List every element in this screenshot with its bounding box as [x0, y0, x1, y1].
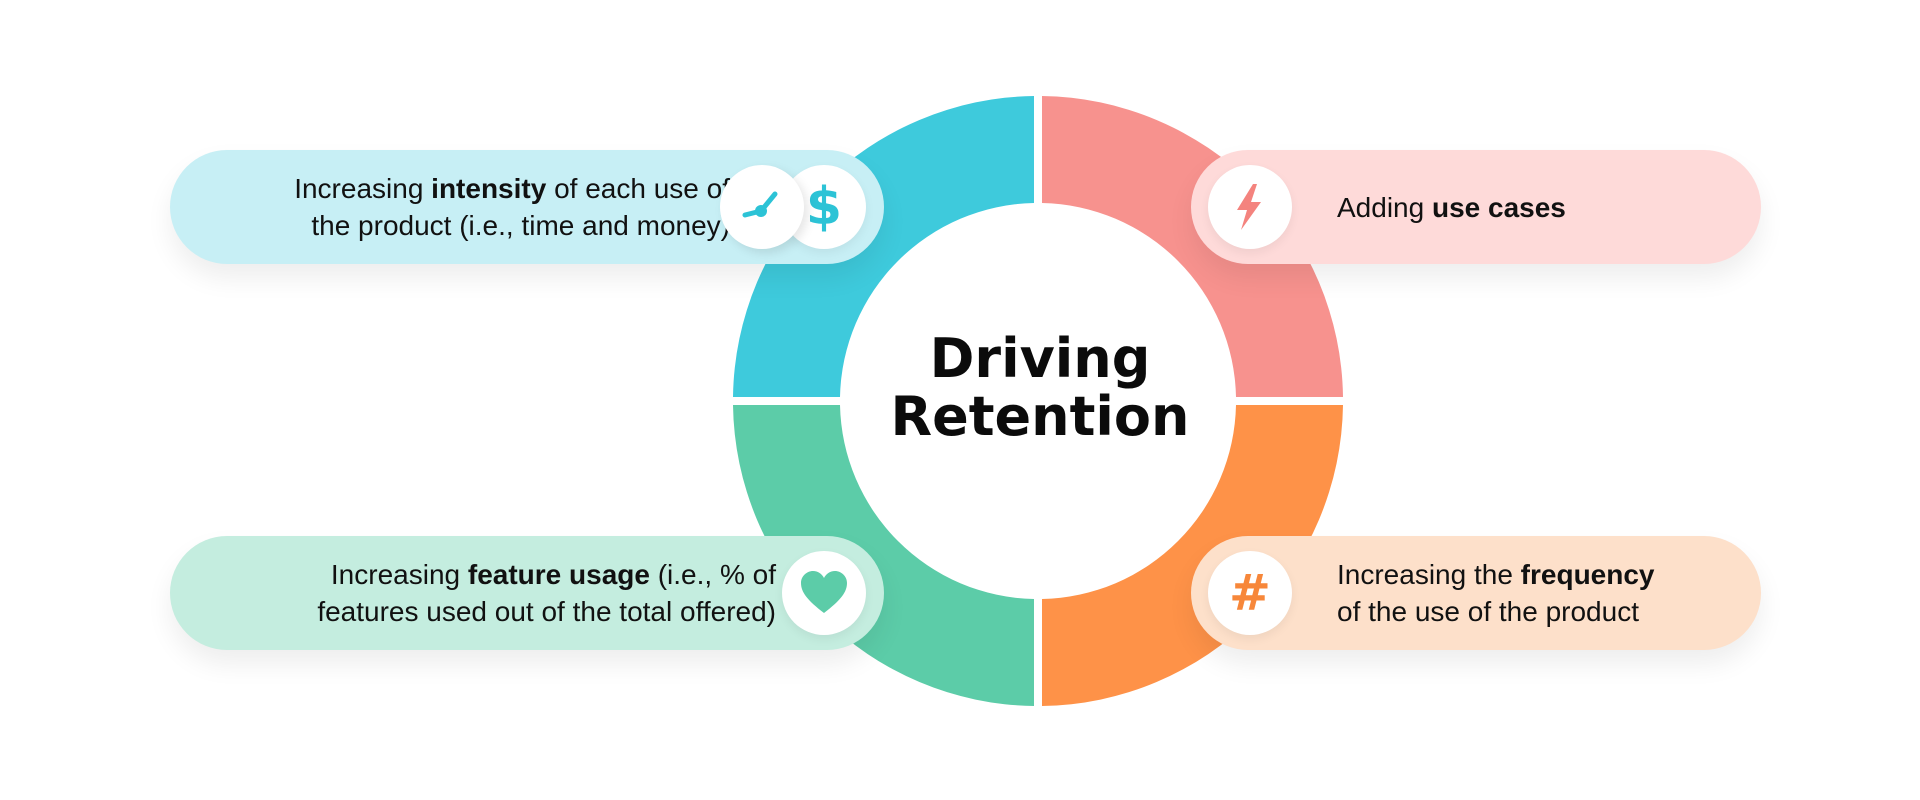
ring-segment-use-cases	[1042, 96, 1343, 397]
frequency-pill: # Increasing the frequency of the use of…	[1191, 536, 1761, 650]
ring-segment-intensity	[733, 96, 1034, 397]
intensity-line2: the product (i.e., time and money)	[311, 210, 730, 241]
use-cases-pill: Adding use cases	[1191, 150, 1761, 264]
intensity-text: Increasing intensity of each use of the …	[200, 150, 730, 264]
heart-icon	[782, 551, 866, 635]
intensity-line1: Increasing intensity of each use of	[294, 173, 730, 204]
lightning-bolt-icon	[1208, 165, 1292, 249]
frequency-text: Increasing the frequency of the use of t…	[1337, 536, 1747, 650]
feature-usage-line2: features used out of the total offered)	[317, 596, 776, 627]
frequency-line2: of the use of the product	[1337, 596, 1639, 627]
feature-usage-text: Increasing feature usage (i.e., % of fea…	[200, 536, 776, 650]
center-title-line2: Retention	[890, 385, 1190, 448]
center-title: Driving Retention	[860, 330, 1220, 446]
frequency-line1: Increasing the frequency	[1337, 559, 1655, 590]
feature-usage-pill: Increasing feature usage (i.e., % of fea…	[170, 536, 884, 650]
ring-segment-feature-usage	[733, 405, 1034, 706]
center-title-line1: Driving	[929, 327, 1151, 390]
hash-icon: #	[1208, 551, 1292, 635]
use-cases-line1: Adding use cases	[1337, 191, 1566, 223]
feature-usage-line1: Increasing feature usage (i.e., % of	[330, 559, 776, 590]
ring-segment-frequency	[1042, 405, 1343, 706]
use-cases-text: Adding use cases	[1337, 150, 1737, 264]
intensity-pill: Increasing intensity of each use of the …	[170, 150, 884, 264]
clock-icon	[720, 165, 804, 249]
